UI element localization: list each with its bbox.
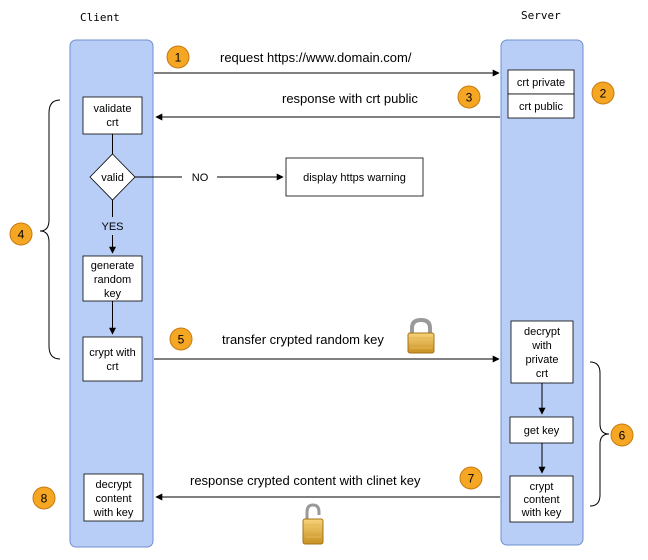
server-crypt-label-3: with key xyxy=(521,507,562,519)
lock-icon xyxy=(407,317,435,354)
crt-private-label: crt private xyxy=(517,77,565,89)
step-badge-3 xyxy=(457,85,481,109)
response-content-label: response crypted content with clinet key xyxy=(190,473,421,488)
get-key-box xyxy=(509,416,574,444)
https-warning-box xyxy=(285,157,424,197)
crypt-with-crt-box xyxy=(82,336,143,382)
generate-label-3: key xyxy=(104,288,122,300)
client-decrypt-label-1: decrypt xyxy=(95,479,131,491)
yes-label: YES xyxy=(101,221,123,233)
validate-crt-label-1: validate xyxy=(94,103,132,115)
https-warning-label: display https warning xyxy=(303,172,406,184)
step-number-5: 5 xyxy=(178,333,185,347)
step-number-3: 3 xyxy=(466,91,473,105)
client-lane-title: Client xyxy=(80,11,120,24)
generate-label-2: random xyxy=(94,274,131,286)
transfer-key-label: transfer crypted random key xyxy=(222,332,384,347)
crypt-with-crt-label-2: crt xyxy=(106,361,118,373)
valid-decision-label: valid xyxy=(101,172,124,184)
server-crypt-label-2: content xyxy=(523,494,559,506)
validate-crt-box xyxy=(82,96,143,135)
generate-label-1: generate xyxy=(91,260,134,272)
decrypt-content-box xyxy=(83,473,144,522)
step-number-7: 7 xyxy=(468,472,475,486)
step-number-1: 1 xyxy=(175,51,182,65)
step-number-2: 2 xyxy=(600,87,607,101)
response-crt-label: response with crt public xyxy=(282,91,418,106)
step-badge-1 xyxy=(166,45,190,69)
crt-private-box xyxy=(507,69,575,95)
step-badge-2 xyxy=(591,81,615,105)
step-number-6: 6 xyxy=(619,429,626,443)
server-lane-title: Server xyxy=(521,9,561,22)
request-label: request https://www.domain.com/ xyxy=(220,50,412,65)
lock-icon xyxy=(302,503,324,545)
step-number-8: 8 xyxy=(41,492,48,506)
bracket-step-6 xyxy=(589,361,610,507)
get-key-label: get key xyxy=(524,425,560,437)
step-badge-5 xyxy=(169,327,193,351)
crypt-with-crt-label-1: crypt with xyxy=(89,347,135,359)
decrypt-with-private-crt-box xyxy=(510,320,574,384)
server-decrypt-label-3: private xyxy=(525,354,558,366)
generate-random-key-box xyxy=(82,255,143,302)
no-label: NO xyxy=(192,172,209,184)
step-badge-4 xyxy=(9,222,33,246)
server-decrypt-label-1: decrypt xyxy=(524,326,560,338)
server-decrypt-label-2: with xyxy=(531,340,552,352)
server-decrypt-label-4: crt xyxy=(536,368,548,380)
server-crypt-label-1: crypt xyxy=(530,481,554,493)
step-badge-7 xyxy=(459,466,483,490)
bracket-step-4 xyxy=(39,99,61,360)
crypt-content-box xyxy=(509,475,574,523)
client-decrypt-label-3: with key xyxy=(93,507,134,519)
crt-public-label: crt public xyxy=(519,101,564,113)
client-decrypt-label-2: content xyxy=(95,493,131,505)
step-number-4: 4 xyxy=(18,228,25,242)
step-badge-8 xyxy=(32,486,56,510)
step-badge-6 xyxy=(610,423,634,447)
validate-crt-label-2: crt xyxy=(106,117,118,129)
crt-public-box xyxy=(507,93,575,119)
